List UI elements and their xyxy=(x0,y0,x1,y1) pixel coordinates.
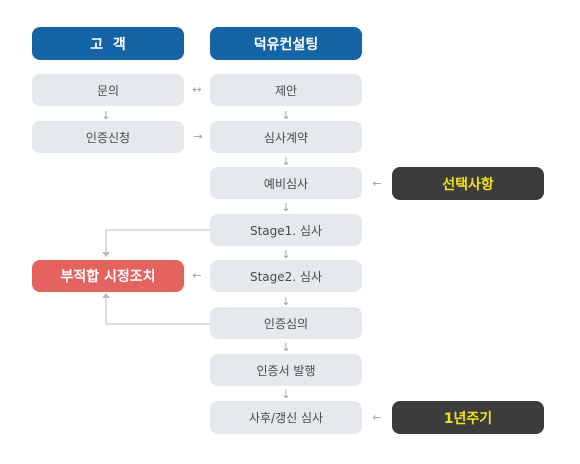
optional-badge-label: 선택사항 xyxy=(442,176,494,193)
proposal-step-label: 제안 xyxy=(274,83,298,98)
down-arrow-icon: ↓ xyxy=(281,248,291,261)
customer-header: 고 객 xyxy=(32,27,184,60)
stage2-audit-step: Stage2. 심사 xyxy=(210,260,362,292)
nonconformity-corrective-action-box: 부적합 시정조치 xyxy=(32,260,184,292)
stage2-audit-step-label: Stage2. 심사 xyxy=(249,269,323,284)
stage1-audit-step: Stage1. 심사 xyxy=(210,214,362,246)
left-arrow-icon: ← xyxy=(372,411,382,424)
inquiry-step-label: 문의 xyxy=(96,83,120,98)
yearly-cycle-badge: 1년주기 xyxy=(392,401,544,434)
yearly-cycle-badge-label: 1년주기 xyxy=(443,410,493,427)
stage1-feedback-line xyxy=(105,229,210,252)
down-arrow-icon: ↓ xyxy=(281,155,291,168)
customer-header-label: 고 객 xyxy=(90,36,126,53)
review-feedback-arrowhead xyxy=(102,293,110,298)
left-arrow-icon: ← xyxy=(192,269,202,282)
certificate-issue-step: 인증서 발행 xyxy=(210,354,362,386)
bidirectional-arrow-icon: ↔ xyxy=(192,83,202,96)
consulting-header: 덕유컨설팅 xyxy=(210,27,362,60)
review-feedback-line xyxy=(105,298,210,325)
down-arrow-icon: ↓ xyxy=(101,109,111,122)
left-arrow-icon: ← xyxy=(372,177,382,190)
application-step-label: 인증신청 xyxy=(85,130,131,145)
surveillance-renewal-step-label: 사후/갱신 심사 xyxy=(248,411,324,425)
down-arrow-icon: ↓ xyxy=(281,341,291,354)
preliminary-audit-step: 예비심사 xyxy=(210,167,362,199)
consulting-header-label: 덕유컨설팅 xyxy=(253,36,319,53)
down-arrow-icon: ↓ xyxy=(281,295,291,308)
contract-step: 심사계약 xyxy=(210,121,362,153)
down-arrow-icon: ↓ xyxy=(281,201,291,214)
stage1-feedback-arrowhead xyxy=(102,252,110,257)
certification-review-step: 인증심의 xyxy=(210,307,362,339)
nonconformity-corrective-action-label: 부적합 시정조치 xyxy=(60,269,156,285)
surveillance-renewal-step: 사후/갱신 심사 xyxy=(210,401,362,434)
right-arrow-icon: → xyxy=(193,130,203,143)
down-arrow-icon: ↓ xyxy=(281,388,291,401)
certificate-issue-step-label: 인증서 발행 xyxy=(256,363,316,378)
certification-review-step-label: 인증심의 xyxy=(263,316,309,331)
stage1-audit-step-label: Stage1. 심사 xyxy=(249,223,323,238)
down-arrow-icon: ↓ xyxy=(281,109,291,122)
contract-step-label: 심사계약 xyxy=(263,130,309,145)
application-step: 인증신청 xyxy=(32,121,184,153)
inquiry-step: 문의 xyxy=(32,74,184,106)
optional-badge: 선택사항 xyxy=(392,167,544,200)
proposal-step: 제안 xyxy=(210,74,362,106)
preliminary-audit-step-label: 예비심사 xyxy=(263,176,309,191)
